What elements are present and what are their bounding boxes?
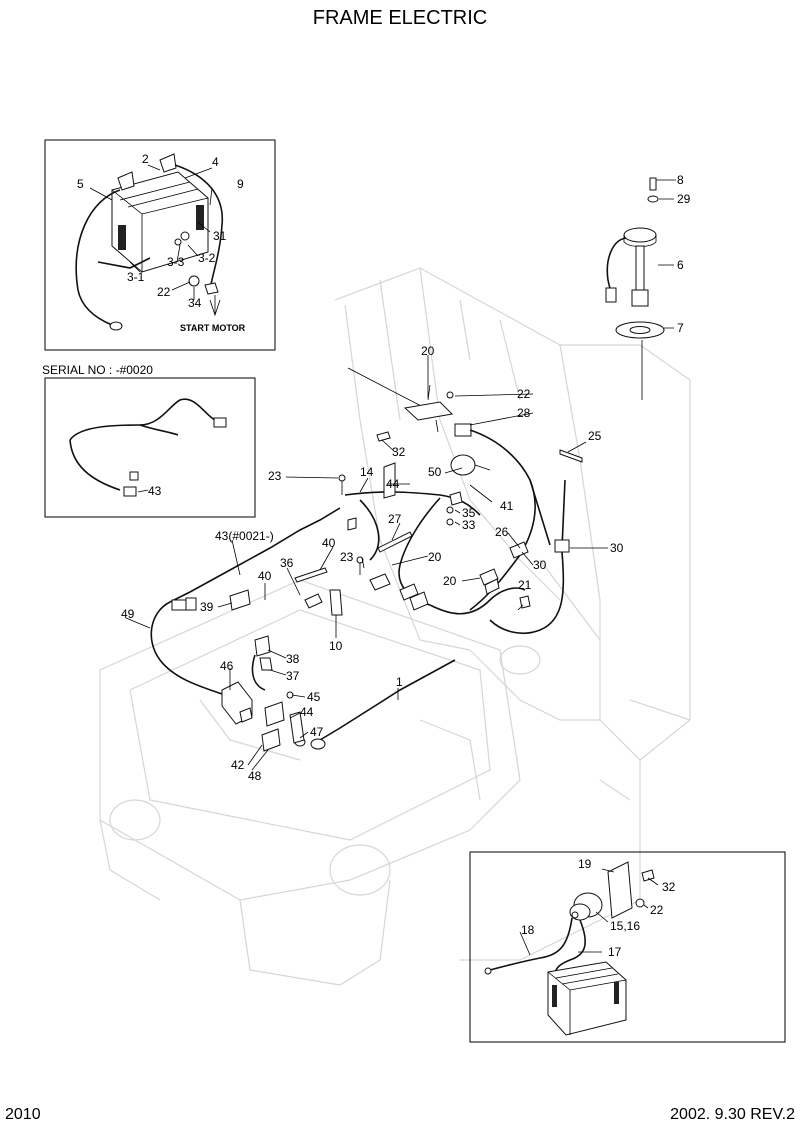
callout-47: 47 bbox=[310, 725, 324, 739]
callout-22-top: 22 bbox=[517, 387, 531, 401]
callout-3-2: 3-2 bbox=[198, 251, 216, 265]
callout-6: 6 bbox=[677, 258, 684, 272]
callout-39: 39 bbox=[200, 600, 214, 614]
callout-3-3: 3-3 bbox=[167, 255, 185, 269]
callout-14: 14 bbox=[360, 465, 374, 479]
callout-40-mid: 40 bbox=[322, 536, 336, 550]
callout-31: 31 bbox=[213, 229, 227, 243]
callout-18: 18 bbox=[521, 923, 535, 937]
callout-29: 29 bbox=[677, 192, 691, 206]
callout-43-main: 43(#0021-) bbox=[215, 529, 274, 543]
serial-note: SERIAL NO : -#0020 bbox=[42, 363, 153, 377]
callout-37: 37 bbox=[286, 669, 300, 683]
callout-35: 35 bbox=[462, 506, 476, 520]
callout-41: 41 bbox=[500, 499, 514, 513]
callout-44-bottom: 44 bbox=[300, 705, 314, 719]
callout-38: 38 bbox=[286, 652, 300, 666]
callout-30-right: 30 bbox=[610, 541, 624, 555]
callout-17: 17 bbox=[608, 945, 622, 959]
callout-26: 26 bbox=[495, 525, 509, 539]
callout-5: 5 bbox=[77, 177, 84, 191]
callout-33: 33 bbox=[462, 518, 476, 532]
battery-leaders bbox=[89, 164, 213, 300]
callout-23-mid: 23 bbox=[340, 550, 354, 564]
callout-32-bottom: 32 bbox=[662, 880, 676, 894]
fuel-sender-illustration bbox=[605, 177, 676, 400]
callout-19: 19 bbox=[578, 857, 592, 871]
callout-27: 27 bbox=[388, 512, 402, 526]
callout-45: 45 bbox=[307, 690, 321, 704]
page-title: FRAME ELECTRIC bbox=[313, 7, 487, 29]
main-harness-illustration bbox=[150, 367, 583, 752]
callout-32-top: 32 bbox=[392, 445, 406, 459]
serial-harness-illustration bbox=[69, 398, 227, 497]
callout-3-1: 3-1 bbox=[127, 270, 145, 284]
callout-7: 7 bbox=[677, 321, 684, 335]
callout-22-bottom: 22 bbox=[650, 903, 664, 917]
callout-30-mid: 30 bbox=[533, 558, 547, 572]
callout-46: 46 bbox=[220, 659, 234, 673]
callout-1: 1 bbox=[396, 675, 403, 689]
callout-25: 25 bbox=[588, 429, 602, 443]
callout-28: 28 bbox=[517, 406, 531, 420]
callout-36: 36 bbox=[280, 556, 294, 570]
machine-frame-outline bbox=[99, 267, 691, 986]
main-harness-leaders bbox=[125, 355, 608, 771]
serial-inset-frame bbox=[44, 377, 256, 518]
callout-9: 9 bbox=[237, 177, 244, 191]
callout-50: 50 bbox=[428, 465, 442, 479]
start-motor-label: START MOTOR bbox=[180, 323, 246, 333]
switch-inset-frame bbox=[469, 851, 786, 1043]
callout-44-top: 44 bbox=[386, 477, 400, 491]
callout-20-right: 20 bbox=[443, 574, 457, 588]
callout-40-left: 40 bbox=[258, 569, 272, 583]
callout-49: 49 bbox=[121, 607, 135, 621]
page-number: 2010 bbox=[5, 1106, 41, 1123]
callout-42: 42 bbox=[231, 758, 245, 772]
callout-43-serial: 43 bbox=[148, 484, 162, 498]
callout-21: 21 bbox=[518, 578, 532, 592]
battery-switch-illustration bbox=[484, 861, 659, 1036]
callout-20-mid: 20 bbox=[428, 550, 442, 564]
callout-4: 4 bbox=[212, 155, 219, 169]
callout-20-top: 20 bbox=[421, 344, 435, 358]
callout-15-16: 15,16 bbox=[610, 919, 640, 933]
battery-illustration bbox=[75, 153, 224, 331]
callout-2: 2 bbox=[142, 152, 149, 166]
callout-23-top: 23 bbox=[268, 469, 282, 483]
callout-10: 10 bbox=[329, 639, 343, 653]
callout-8: 8 bbox=[677, 173, 684, 187]
callout-34: 34 bbox=[188, 296, 202, 310]
callout-48: 48 bbox=[248, 769, 262, 783]
battery-inset-frame bbox=[44, 139, 276, 351]
callout-22: 22 bbox=[157, 285, 171, 299]
revision-date: 2002. 9.30 REV.2 bbox=[670, 1106, 795, 1123]
